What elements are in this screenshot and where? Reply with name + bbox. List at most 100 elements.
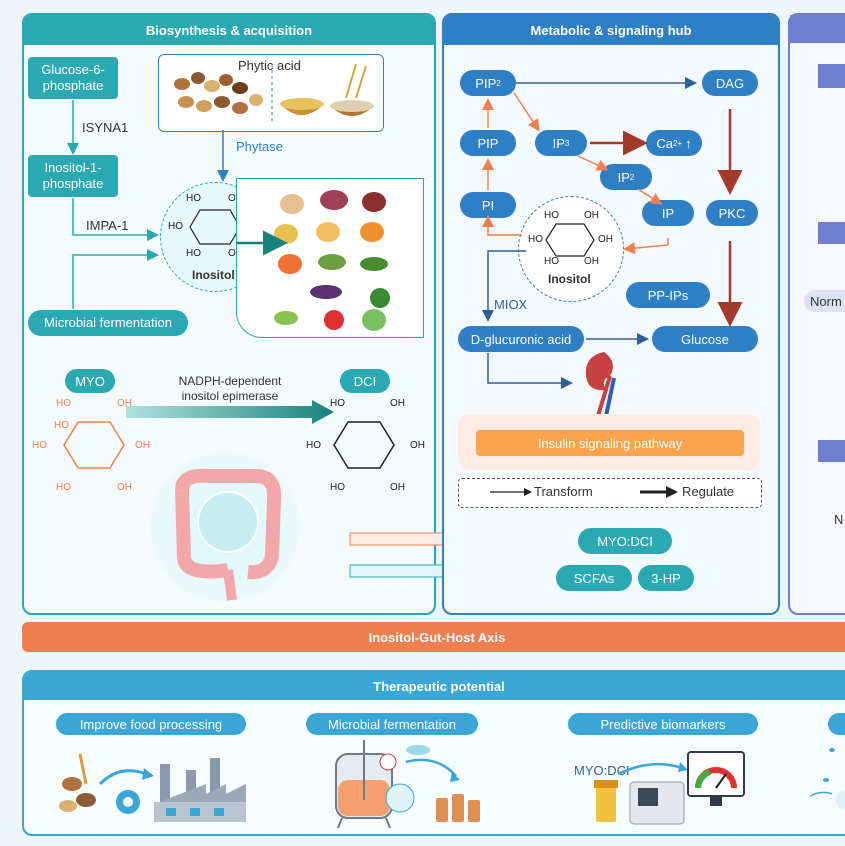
- legend-arrows: [490, 486, 678, 498]
- hub-ho-1: HO: [544, 210, 559, 221]
- therapeutic-item-partial: [828, 713, 845, 735]
- hub-oh-3: OH: [584, 256, 599, 267]
- inositol-label: Inositol: [192, 268, 235, 282]
- inositol-ho-3: HO: [186, 248, 201, 259]
- hub-oh-1: OH: [584, 210, 599, 221]
- therapeutic-item-fermentation: Microbial fermentation: [306, 713, 478, 735]
- glucose-6-phosphate-label: Glucose-6-phosphate: [41, 62, 105, 93]
- right-n-label: N: [834, 512, 844, 527]
- myo-ho-1: HO: [56, 398, 71, 409]
- ip3-sub: 3: [564, 138, 570, 148]
- miox-label: MIOX: [494, 297, 528, 312]
- fermentation-illustration: [335, 740, 480, 828]
- hub-oh-2: OH: [598, 234, 613, 245]
- biosynthesis-title: Biosynthesis & acquisition: [24, 15, 434, 45]
- dci-badge: DCI: [340, 369, 390, 393]
- therapeutic-title: Therapeutic potential: [24, 672, 845, 700]
- glucose-node: Glucose: [652, 326, 758, 352]
- impa1-label: IMPA-1: [86, 218, 129, 233]
- pkc-node: PKC: [706, 200, 758, 226]
- biomarkers-illustration: [594, 751, 745, 825]
- inositol-oh-3: OH: [228, 248, 243, 259]
- microbial-fermentation-label: Microbial fermentation: [44, 315, 172, 330]
- therapeutic-item-food: Improve food processing: [56, 713, 246, 735]
- pi-node: PI: [460, 192, 516, 218]
- pip-node: PIP: [460, 130, 516, 156]
- myo-oh-2: OH: [135, 440, 150, 451]
- myo-badge: MYO: [65, 369, 115, 393]
- epimerase-label: NADPH-dependent inositol epimerase: [160, 374, 300, 404]
- hub-ho-2: HO: [528, 234, 543, 245]
- foods-illustration: [274, 190, 390, 331]
- gut-illustration: [175, 468, 282, 601]
- kidney-icon: [585, 352, 616, 417]
- ip2-sub: 2: [629, 172, 635, 182]
- myo-ho-2: HO: [54, 420, 69, 431]
- scfas-pill: SCFAs: [556, 565, 632, 591]
- myo-ho-4: HO: [56, 482, 71, 493]
- glucose-6-phosphate-box: Glucose-6-phosphate: [28, 57, 118, 99]
- dci-oh-2: OH: [410, 440, 425, 451]
- sperm-illustration: [809, 748, 845, 810]
- therapeutic-item-biomarkers: Predictive biomarkers: [568, 713, 758, 735]
- right-bar-2: [818, 222, 845, 244]
- therapeutic-ratio-label: MYO:DCI: [574, 763, 630, 778]
- isyna1-label: ISYNA1: [82, 120, 129, 135]
- phytic-acid-label: Phytic acid: [238, 58, 301, 73]
- dci-ho-2: HO: [306, 440, 321, 451]
- phytase-label: Phytase: [236, 139, 283, 154]
- right-panel-header: [790, 15, 845, 43]
- ca-sup: 2+: [673, 138, 683, 148]
- phytic-acid-box: [158, 54, 384, 132]
- inositol-1-phosphate-label: Inositol-1-phosphate: [42, 160, 104, 191]
- 3-hp-pill: 3-HP: [638, 565, 694, 591]
- up-arrow-icon: ↑: [685, 135, 692, 151]
- ip3-label: IP: [552, 135, 565, 151]
- pip2-label: PIP: [475, 75, 497, 91]
- legend-transform: Transform: [534, 484, 593, 499]
- right-bar-3: [818, 440, 845, 462]
- axis-bar: Inositol-Gut-Host Axis: [22, 622, 845, 652]
- right-norm-label: Norm: [810, 293, 842, 309]
- insulin-pathway-bar: Insulin signaling pathway: [476, 430, 744, 456]
- legend-box: [458, 478, 762, 508]
- myo-oh-3: OH: [117, 482, 132, 493]
- dag-node: DAG: [702, 70, 758, 96]
- metabolic-title: Metabolic & signaling hub: [444, 15, 778, 45]
- right-panel-partial: [788, 13, 845, 615]
- myo-oh-1: OH: [117, 398, 132, 409]
- d-glucuronic-acid-node: D-glucuronic acid: [458, 326, 584, 352]
- phytic-acid-illustration: [174, 63, 374, 122]
- dci-structure: [333, 421, 395, 469]
- hub-inositol-label: Inositol: [548, 272, 591, 286]
- dci-oh-1: OH: [390, 398, 405, 409]
- epimerase-arrow: [126, 400, 334, 424]
- myo-structure: [63, 421, 125, 469]
- myo-ho-3: HO: [32, 440, 47, 451]
- epimerase-line1: NADPH-dependent: [178, 374, 282, 388]
- pip2-sub: 2: [496, 78, 501, 88]
- hub-inositol-ring: [545, 223, 595, 257]
- microbial-fermentation-box: Microbial fermentation: [28, 310, 188, 336]
- biosynthesis-arrows: [67, 100, 288, 309]
- ca-label: Ca: [656, 135, 673, 151]
- inositol-1-phosphate-box: Inositol-1-phosphate: [28, 155, 118, 197]
- grains-image: [280, 63, 374, 116]
- inositol-ho-2: HO: [168, 221, 183, 232]
- ip2-label: IP: [617, 169, 630, 185]
- metabolic-arrows: [482, 77, 743, 389]
- inositol-ho-1: HO: [186, 193, 201, 204]
- dci-ho-3: HO: [330, 482, 345, 493]
- right-norm-pill: Norm: [804, 290, 845, 312]
- inositol-ring-structure: [189, 209, 241, 245]
- dci-ho-1: HO: [330, 398, 345, 409]
- hub-inositol-circle: [518, 196, 624, 302]
- legend-regulate: Regulate: [682, 484, 735, 499]
- pp-ips-node: PP-IPs: [626, 282, 710, 308]
- epimerase-line2: inositol epimerase: [181, 389, 279, 403]
- inositol-oh-1: OH: [228, 193, 243, 204]
- right-bar-1: [818, 64, 845, 88]
